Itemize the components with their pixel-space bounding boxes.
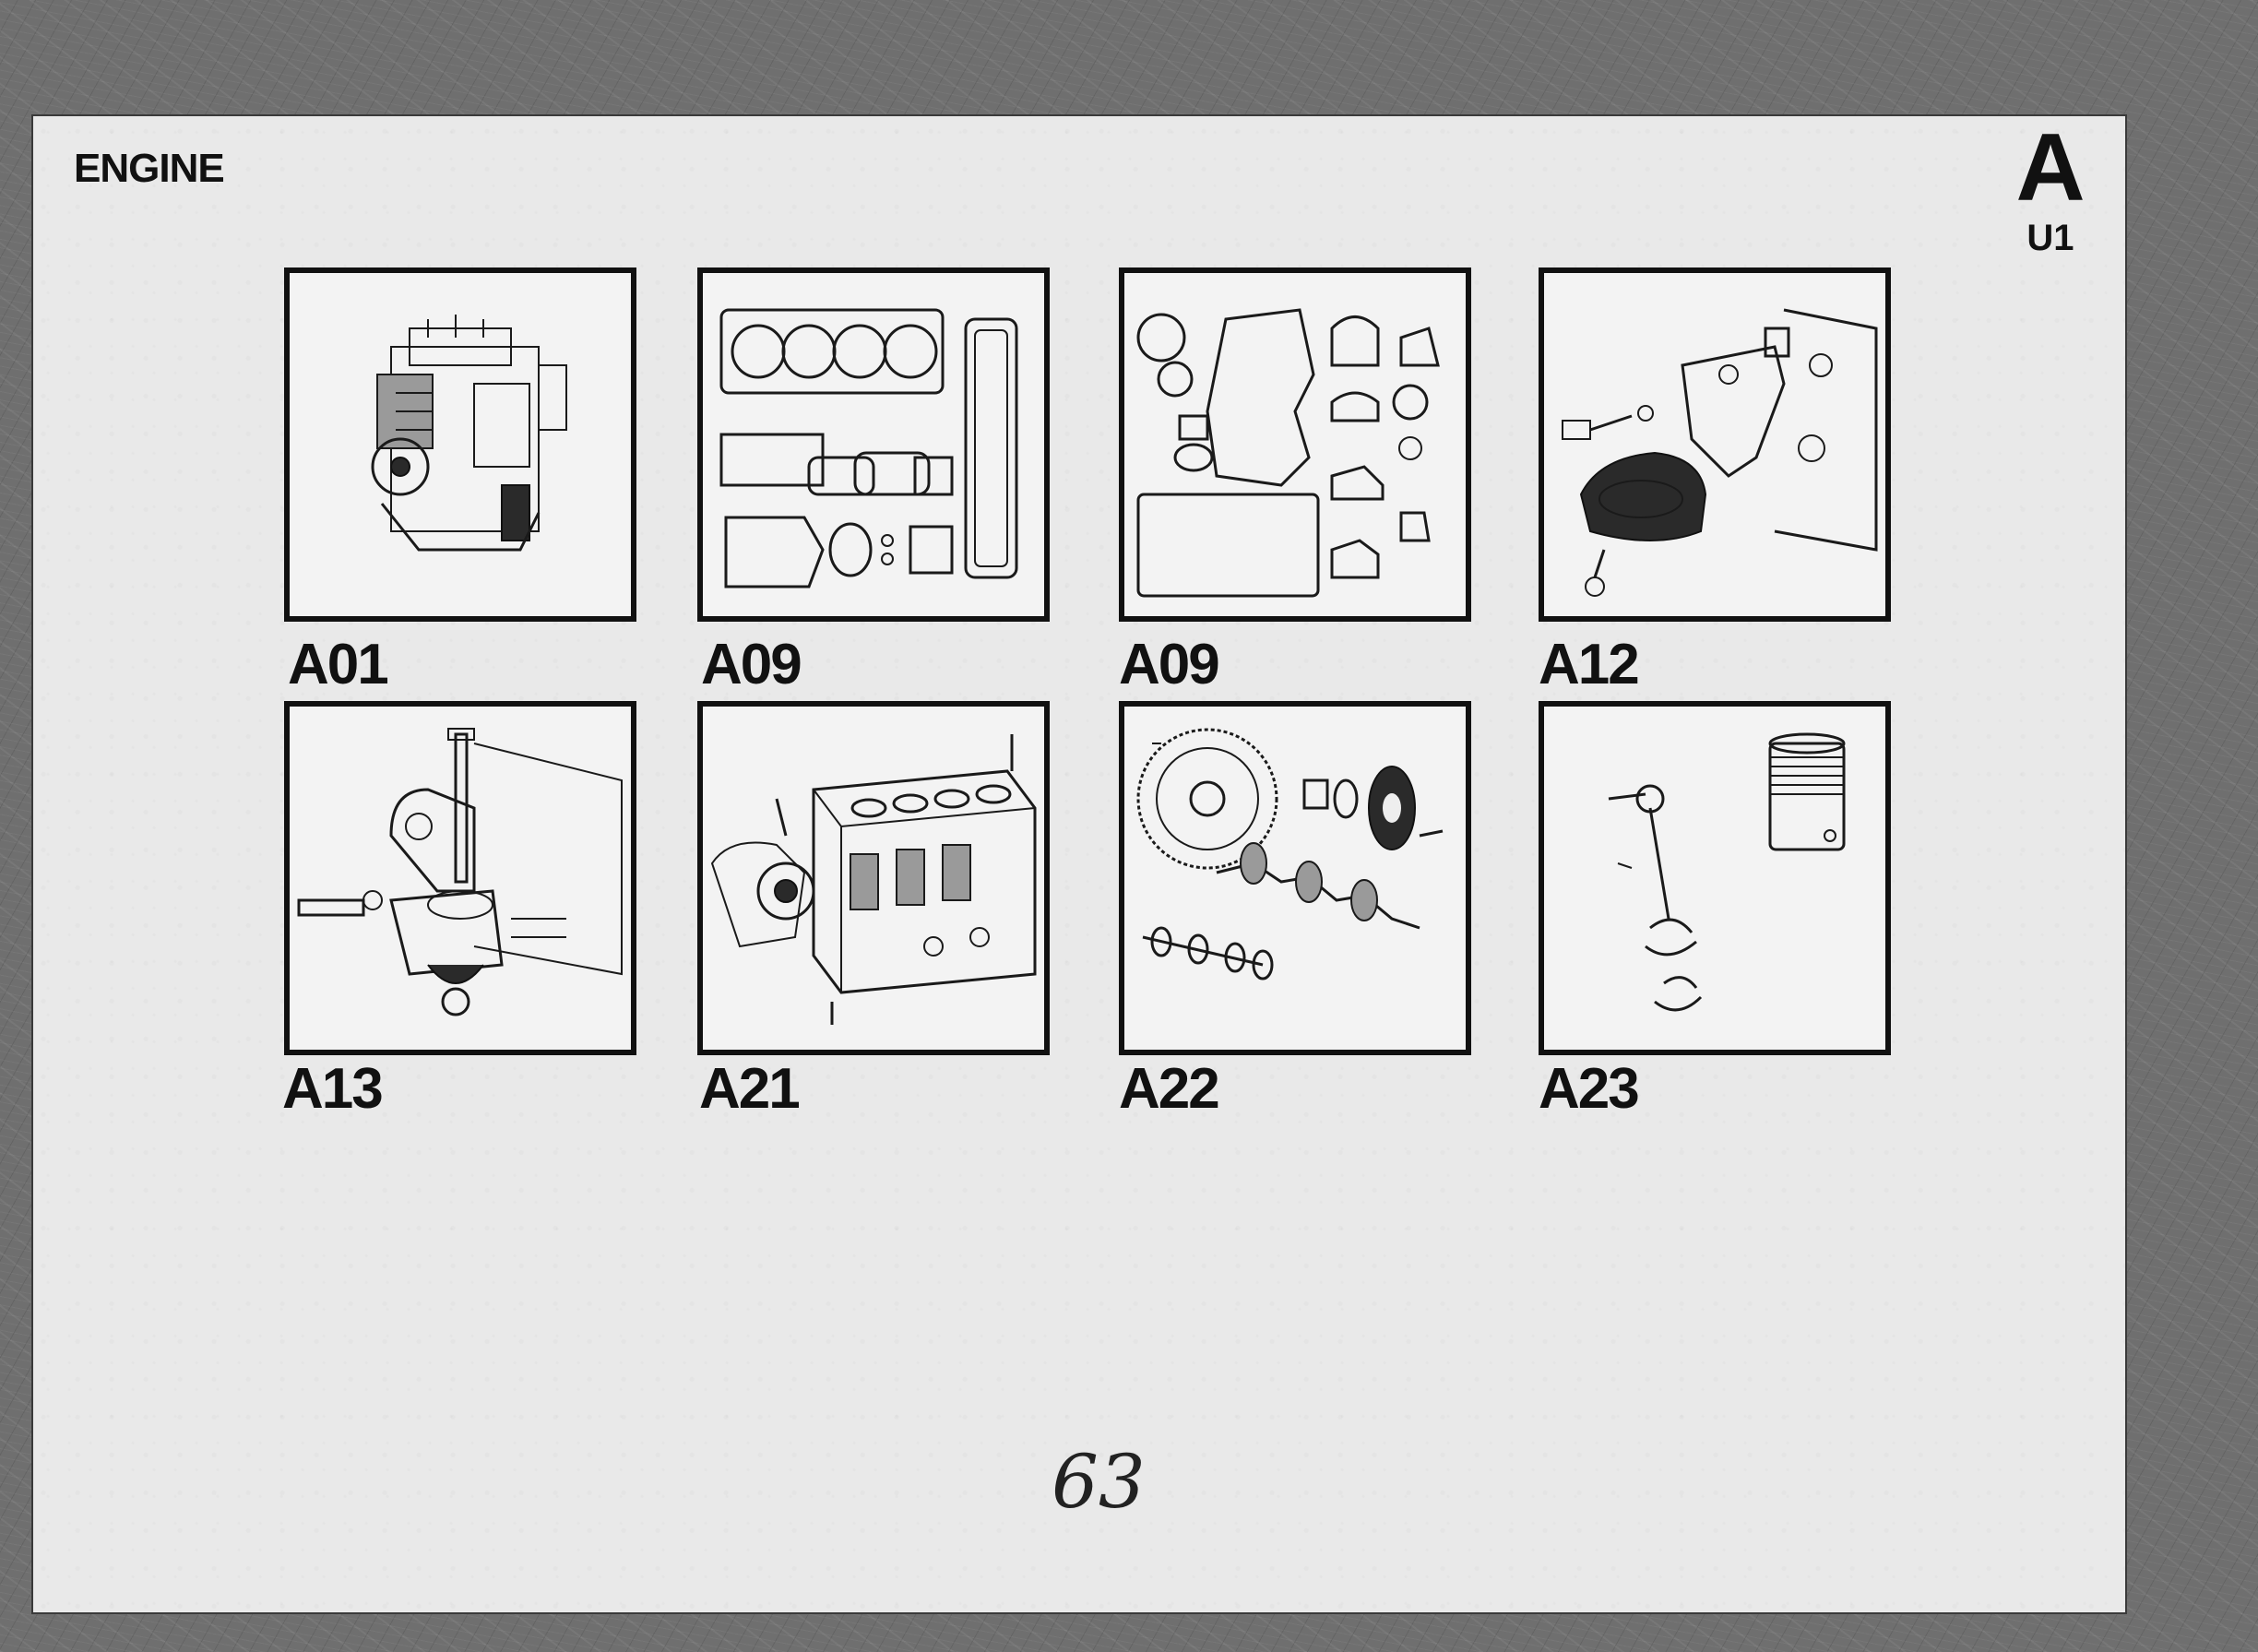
tile-label-a23: A23 bbox=[1539, 1057, 1640, 1121]
tile-a09-head[interactable] bbox=[697, 267, 1050, 622]
sump-gasket-set-icon bbox=[1136, 308, 1440, 598]
tile-a12[interactable] bbox=[1539, 267, 1891, 622]
cylinder-head-gasket-set-icon bbox=[719, 308, 1018, 588]
section-title: ENGINE bbox=[74, 146, 225, 191]
tile-label-a22: A22 bbox=[1119, 1057, 1220, 1121]
cylinder-block-icon bbox=[710, 734, 1037, 1025]
tile-label-a12: A12 bbox=[1539, 633, 1640, 696]
tile-label-a13: A13 bbox=[282, 1057, 384, 1121]
rear-engine-mount-icon bbox=[297, 728, 623, 1016]
tile-label-a01: A01 bbox=[288, 633, 389, 696]
tile-label-a09-head: A09 bbox=[701, 633, 802, 696]
engine-assembly-icon bbox=[371, 315, 567, 552]
tile-a23[interactable] bbox=[1539, 701, 1891, 1055]
tile-a21[interactable] bbox=[697, 701, 1050, 1055]
tile-a09-sump[interactable] bbox=[1119, 267, 1471, 622]
section-letter: A bbox=[2015, 114, 2086, 221]
tile-label-a21: A21 bbox=[699, 1057, 801, 1121]
page-number: 63 bbox=[1052, 1439, 1146, 1525]
front-engine-mount-icon bbox=[1562, 308, 1878, 597]
tile-a22[interactable] bbox=[1119, 701, 1471, 1055]
tile-a13[interactable] bbox=[284, 701, 636, 1055]
crankshaft-flywheel-icon bbox=[1136, 728, 1444, 981]
tile-label-a09-sump: A09 bbox=[1119, 633, 1220, 696]
piston-conrod-icon bbox=[1608, 732, 1846, 1012]
tile-a01[interactable] bbox=[284, 267, 636, 622]
section-code: U1 bbox=[2026, 218, 2074, 258]
